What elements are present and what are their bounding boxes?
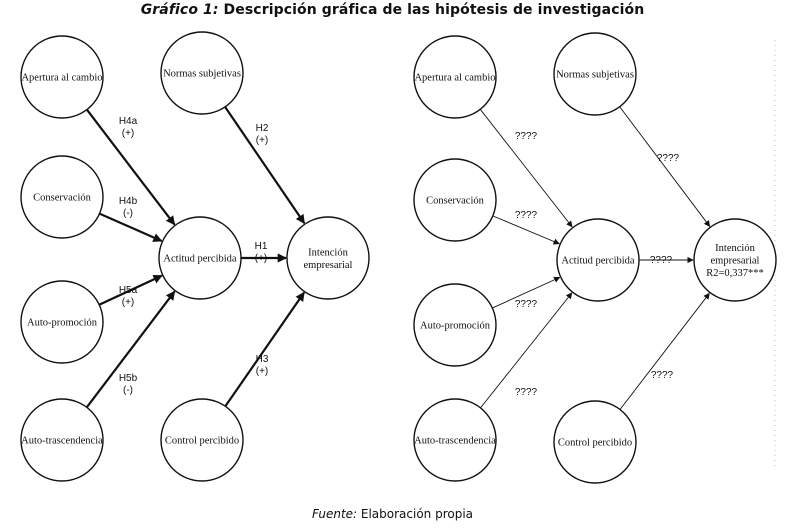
left-node-autotrascendencia-label: Auto-trascendencia — [21, 436, 103, 447]
right-node-actitud — [556, 218, 640, 302]
left-node-autopromocion-label: Auto-promoción — [27, 318, 98, 329]
left-edge-autotrascendencia_actitud-label: (-) — [123, 385, 133, 396]
left-edge-actitud_intencion-label: H1 — [255, 241, 268, 252]
right-node-intencion — [693, 218, 777, 302]
left-node-intencion — [286, 216, 370, 300]
right-node-apertura — [413, 35, 497, 119]
right-node-intencion-label: R2=0,337*** — [706, 268, 764, 279]
left-edge-control_intencion-label: H3 — [256, 354, 269, 365]
left-node-apertura-label: Apertura al cambio — [21, 73, 102, 84]
left-node-intencion-label: empresarial — [304, 260, 353, 271]
left-edge-normas_intencion — [224, 106, 306, 225]
figure-number: Gráfico 1: — [140, 2, 219, 18]
left-edge-actitud_intencion-label: (+) — [255, 253, 268, 264]
right-node-intencion-label: empresarial — [711, 256, 760, 267]
left-edge-conservacion_actitud-label: H4b — [119, 196, 138, 207]
right-edge-autopromocion_actitud — [492, 276, 561, 309]
left-node-control — [160, 398, 244, 482]
right-edge-autopromocion_actitud-label: ???? — [515, 299, 538, 310]
left-node-conservacion-label: Conservación — [33, 193, 91, 204]
right-edge-conservacion_actitud — [492, 215, 560, 245]
figure-title: Gráfico 1: Descripción gráfica de las hi… — [0, 2, 785, 18]
figure-source: Fuente: Elaboración propia — [0, 507, 785, 521]
right-edge-control_intencion — [619, 292, 710, 410]
right-node-autotrascendencia-label: Auto-trascendencia — [414, 436, 496, 447]
left-edge-control_intencion — [224, 291, 305, 407]
right-edge-conservacion_actitud-label: ???? — [515, 210, 538, 221]
right-node-autotrascendencia — [413, 398, 497, 482]
right-edge-actitud_intencion-label: ???? — [650, 255, 673, 266]
left-node-actitud-label: Actitud percibida — [163, 254, 237, 265]
right-node-actitud-label: Actitud percibida — [561, 256, 635, 267]
left-edge-normas_intencion-label: H2 — [256, 123, 269, 134]
left-node-control-label: Control percibido — [165, 436, 239, 447]
left-node-autotrascendencia — [20, 398, 104, 482]
right-edge-autotrascendencia_actitud — [480, 292, 573, 409]
left-node-normas — [160, 31, 244, 115]
right-node-apertura-label: Apertura al cambio — [414, 73, 495, 84]
right-node-normas — [553, 32, 637, 116]
right-edge-apertura_actitud-label: ???? — [515, 131, 538, 142]
right-edge-control_intencion-label: ???? — [651, 370, 674, 381]
left-edge-normas_intencion-label: (+) — [256, 135, 269, 146]
source-label: Fuente: — [311, 507, 358, 521]
figure-title-text: Descripción gráfica de las hipótesis de … — [218, 2, 645, 18]
left-edge-autotrascendencia_actitud-label: H5b — [119, 373, 138, 384]
left-edge-autopromocion_actitud-label: (+) — [122, 297, 135, 308]
right-edge-autotrascendencia_actitud-label: ???? — [515, 387, 538, 398]
results-diagram: Apertura al cambioConservaciónAuto-promo… — [413, 32, 777, 484]
left-node-normas-label: Normas subjetivas — [163, 69, 241, 80]
right-edge-normas_intencion — [619, 106, 711, 227]
left-edge-autotrascendencia_actitud — [85, 290, 176, 408]
left-node-conservacion — [20, 155, 104, 239]
left-edge-control_intencion-label: (+) — [256, 366, 269, 377]
left-edge-apertura_actitud — [85, 108, 176, 226]
right-node-autopromocion-label: Auto-promoción — [420, 321, 491, 332]
right-edge-normas_intencion-label: ???? — [657, 153, 680, 164]
hypotheses-diagram: Apertura al cambioConservaciónAuto-promo… — [20, 31, 370, 482]
right-node-conservacion — [413, 158, 497, 242]
left-edge-autopromocion_actitud-label: H5a — [119, 285, 138, 296]
right-node-autopromocion — [413, 283, 497, 367]
left-node-apertura — [20, 35, 104, 119]
left-node-actitud — [158, 216, 242, 300]
right-node-conservacion-label: Conservación — [426, 196, 484, 207]
left-node-intencion-label: Intención — [308, 247, 348, 258]
left-edge-apertura_actitud-label: H4a — [119, 116, 138, 127]
source-text: Elaboración propia — [357, 507, 474, 521]
left-edge-apertura_actitud-label: (+) — [122, 128, 135, 139]
right-edge-apertura_actitud — [479, 109, 573, 228]
right-node-normas-label: Normas subjetivas — [556, 70, 634, 81]
right-node-control — [553, 400, 637, 484]
left-edge-conservacion_actitud-label: (-) — [123, 208, 133, 219]
left-edge-conservacion_actitud — [99, 212, 163, 243]
left-node-autopromocion — [20, 280, 104, 364]
right-node-control-label: Control percibido — [558, 438, 632, 449]
right-node-intencion-label: Intención — [715, 243, 755, 254]
left-edge-autopromocion_actitud — [98, 274, 163, 306]
